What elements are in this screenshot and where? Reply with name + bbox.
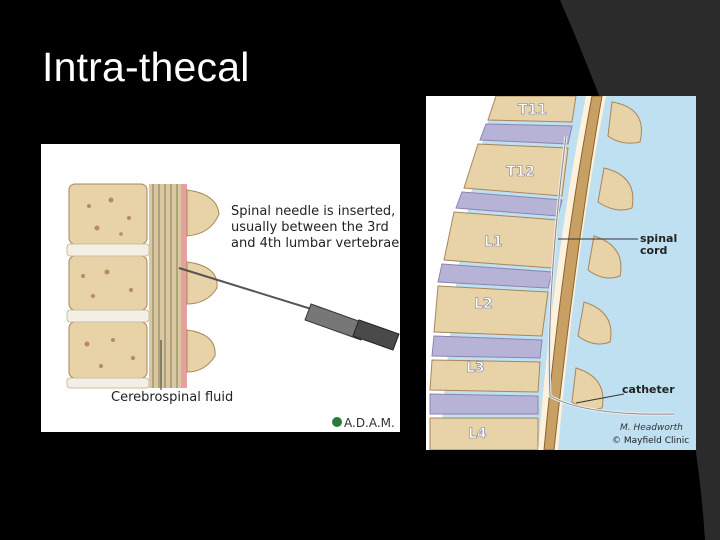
adam-logo-text: A.D.A.M. (344, 416, 395, 430)
csf-label: Cerebrospinal fluid (111, 390, 233, 405)
adam-logo: A.D.A.M. (332, 416, 395, 430)
vertebra-label-t12: T12 (506, 164, 535, 180)
catheter-drawing: T11 T12 L1 L2 L3 L4 spinal cord catheter… (426, 96, 689, 450)
catheter-illustration: T11 T12 L1 L2 L3 L4 spinal cord catheter… (426, 96, 696, 450)
vertebra-label-l2: L2 (474, 296, 493, 312)
illustrator-signature: M. Headworth (620, 423, 683, 433)
spinal-needle-drawing: Spinal needle is inserted, usually betwe… (66, 183, 400, 430)
spinal-cord-label-line-1: spinal (640, 232, 677, 245)
slide-title: Intra-thecal (42, 44, 250, 90)
caption-line-3: and 4th lumbar vertebrae (231, 236, 399, 251)
vertebra-label-l4: L4 (468, 426, 487, 442)
spinal-needle-illustration: Spinal needle is inserted, usually betwe… (41, 144, 400, 432)
vertebra-label-t11: T11 (518, 102, 547, 118)
caption-line-2: usually between the 3rd (231, 220, 389, 235)
vertebra-label-l3: L3 (466, 360, 485, 376)
catheter-label: catheter (622, 383, 675, 396)
image-credit: © Mayfield Clinic (612, 436, 689, 446)
caption-line-1: Spinal needle is inserted, (231, 204, 395, 219)
spinal-cord-label-line-2: cord (640, 244, 667, 257)
vertebra-label-l1: L1 (484, 234, 503, 250)
